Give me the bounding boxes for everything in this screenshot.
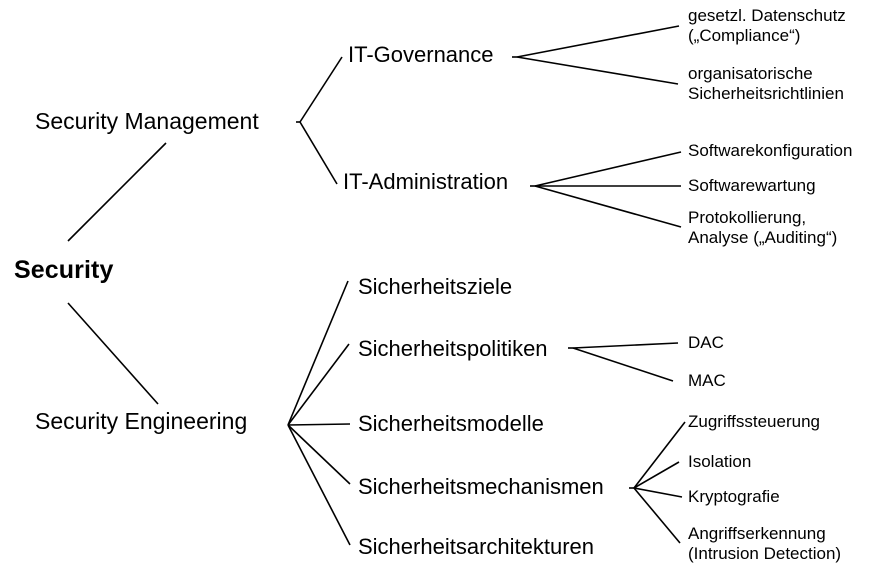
edge-security-to-security-management [67,142,167,242]
edge-fork-to-softwarekonfiguration [534,151,682,187]
node-mac: MAC [688,371,726,390]
node-sicherheitspolitiken: Sicherheitspolitiken [358,336,548,361]
node-sicherheitsmodelle: Sicherheitsmodelle [358,411,544,436]
node-it-administration: IT-Administration [343,169,509,194]
edge-fork-to-it-governance [299,56,343,123]
edge-fork-to-kryptografie [633,487,683,498]
edge-fork-to-sicherheitsarchitekturen [287,424,351,546]
edge-fork-to-it-administration [299,121,338,185]
edge-fork-to-mac [572,347,674,382]
node-protokollierung-analyse-auditing: Protokollierung, Analyse („Auditing“) [688,208,838,248]
node-sicherheitsziele: Sicherheitsziele [358,274,513,299]
node-security-engineering: Security Engineering [35,408,248,434]
node-gesetzl-datenschutz-compliance: gesetzl. Datenschutz („Compliance“) [688,6,846,46]
edge-fork-to-protokollierung [534,185,682,228]
node-sicherheitsmechanismen: Sicherheitsmechanismen [358,474,604,499]
node-angriffserkennung-intrusion-detection: Angriffserkennung (Intrusion Detection) [688,524,842,564]
edge-fork-to-sicherheitsziele [287,280,349,426]
node-security-root: Security [14,256,114,284]
edge-fork-to-gesetzl-datenschutz [516,25,680,58]
node-zugriffssteuerung: Zugriffssteuerung [688,412,820,431]
edge-fork-to-sicherheitsmodelle [287,423,351,426]
edge-fork-to-zugriffssteuerung [633,421,686,489]
edge-fork-to-sicherheitspolitiken [287,343,350,426]
edge-fork-to-sicherheitsmechanismen [287,424,351,485]
edge-fork-to-angriffserkennung [633,487,681,544]
node-isolation: Isolation [688,452,752,471]
node-softwarekonfiguration: Softwarekonfiguration [688,141,853,160]
node-softwarewartung: Softwarewartung [688,176,816,195]
node-security-management: Security Management [35,108,259,134]
edge-fork-to-organisatorische-sicherheitsrichtlinien [516,56,679,85]
node-organisatorische-sicherheitsrichtlinien: organisatorische Sicherheitsrichtlinien [688,64,844,104]
node-dac: DAC [688,333,724,352]
edge-security-to-security-engineering [67,302,159,405]
edge-fork-to-isolation [633,461,680,489]
node-sicherheitsarchitekturen: Sicherheitsarchitekturen [358,534,595,559]
node-kryptografie: Kryptografie [688,487,780,506]
edge-fork-to-dac [572,342,679,349]
node-it-governance: IT-Governance [348,42,494,67]
